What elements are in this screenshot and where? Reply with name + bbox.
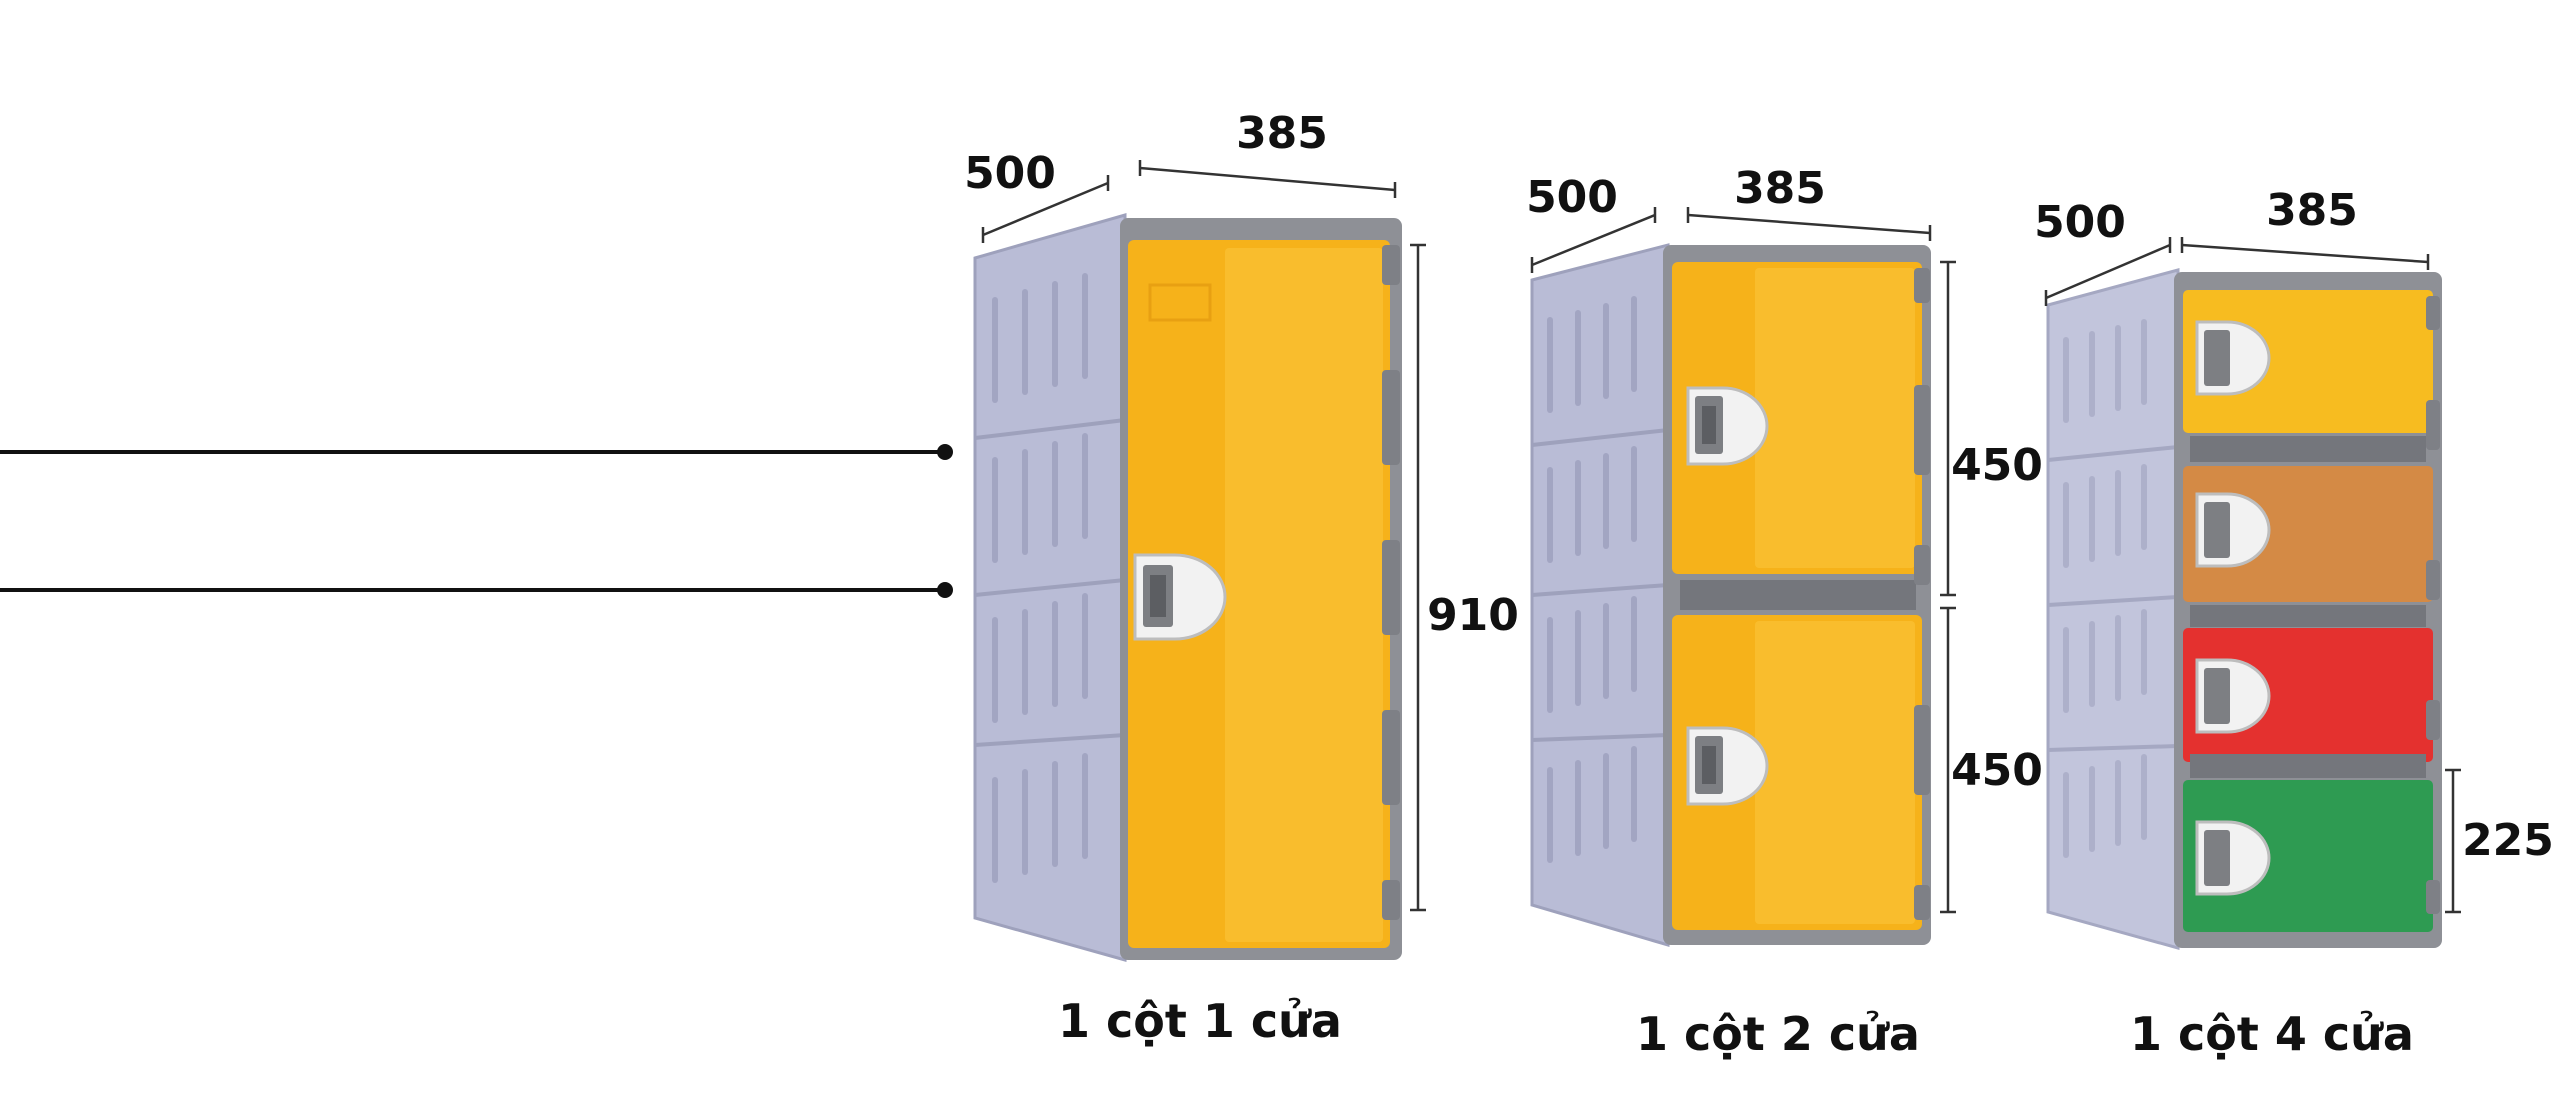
locker-2-top-height-label: 450 (1951, 440, 2043, 491)
locker-1-height-label: 910 (1427, 590, 1519, 641)
door-label-slot (1148, 283, 1212, 322)
shelf-divider (1680, 580, 1916, 610)
lock-handle-bottom[interactable] (1686, 726, 1769, 806)
lock-handle[interactable] (1133, 553, 1227, 641)
side-panel-ribs (1547, 296, 1637, 863)
side-panel-ribs (992, 273, 1088, 883)
side-panel-seams (974, 418, 1126, 747)
side-panel-ribs (2063, 319, 2147, 858)
lock-handle-2[interactable] (2195, 492, 2271, 568)
locker-2-dimensions (1530, 207, 1956, 914)
lock-handle-4[interactable] (2195, 820, 2271, 896)
lock-handle-1[interactable] (2195, 320, 2271, 396)
locker-3-height-label: 225 (2462, 815, 2554, 866)
locker-2-caption: 1 cột 2 cửa (1636, 1007, 1920, 1061)
locker-door-4[interactable] (2183, 780, 2433, 932)
hinge-tabs (1382, 245, 1400, 920)
shelf-divider (2190, 605, 2426, 627)
lock-handle-3[interactable] (2195, 658, 2271, 734)
shelf-divider (2190, 754, 2426, 778)
callout-lines (0, 444, 953, 598)
locker-4-doors (2046, 268, 2442, 950)
locker-2-doors (1530, 243, 1931, 948)
callout-dot-bottom (937, 582, 953, 598)
door-highlight (1225, 248, 1383, 942)
lock-handle-top[interactable] (1686, 386, 1769, 466)
locker-1-door (973, 213, 1402, 962)
locker-3-width-label: 385 (2266, 185, 2358, 236)
locker-3-dimensions (2044, 237, 2461, 914)
locker-1-width-label: 385 (1236, 108, 1328, 159)
hinge-tabs (1914, 268, 1930, 920)
locker-1-dimensions (981, 160, 1426, 912)
locker-3-caption: 1 cột 4 cửa (2130, 1007, 2414, 1061)
locker-3-depth-label: 500 (2034, 197, 2126, 248)
locker-1-depth-label: 500 (964, 148, 1056, 199)
side-panel-seams (1531, 428, 1669, 742)
shelf-divider (2190, 436, 2426, 462)
hinge-tabs (2426, 296, 2440, 914)
locker-2-depth-label: 500 (1526, 172, 1618, 223)
locker-2-width-label: 385 (1734, 163, 1826, 214)
locker-1-caption: 1 cột 1 cửa (1058, 994, 1342, 1048)
door-highlight (1755, 621, 1915, 924)
side-panel-seams (2047, 445, 2179, 752)
door-highlight (1755, 268, 1915, 568)
locker-2-bottom-height-label: 450 (1951, 745, 2043, 796)
callout-dot-top (937, 444, 953, 460)
